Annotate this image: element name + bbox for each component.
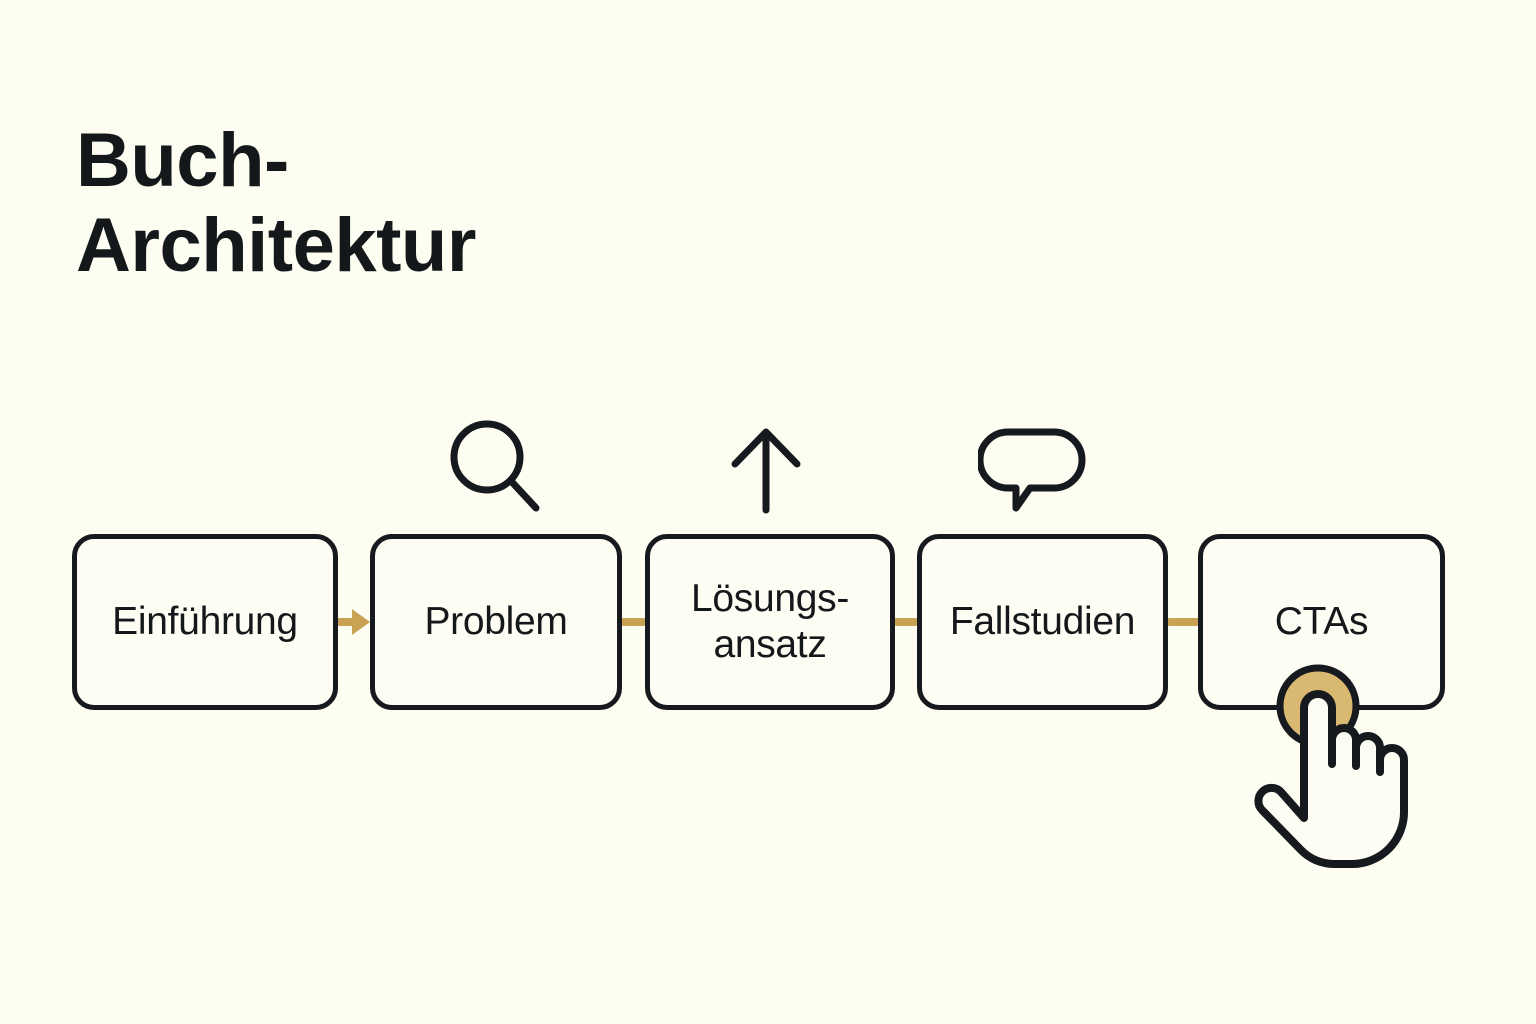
flow-node-problem[interactable]: Problem [370,534,622,710]
connector-fallstudien-ctas [1168,618,1198,626]
flow-node-label: Einführung [112,599,298,643]
search-icon [441,412,551,522]
flow-node-einfuehrung[interactable]: Einführung [72,534,338,710]
page-title: Buch- Architektur [76,118,476,289]
connector-line [338,618,356,626]
connector-einfuehrung-problem [338,609,370,635]
arrowhead-icon [352,609,370,635]
flow-node-label: Fallstudien [949,599,1136,643]
flow-node-label: Lösungs- ansatz [690,576,850,666]
flow-node-label: CTAs [1274,599,1369,643]
connector-problem-loesungsansatz [622,618,645,626]
speech-bubble-icon [976,412,1088,522]
flow-node-ctas[interactable]: CTAs [1198,534,1445,710]
flow-node-loesungsansatz[interactable]: Lösungs- ansatz [645,534,895,710]
connector-line [1168,618,1198,626]
connector-line [622,618,645,626]
arrow-up-icon [711,412,821,522]
connector-loesungsansatz-fallstudien [895,618,917,626]
flow-node-fallstudien[interactable]: Fallstudien [917,534,1168,710]
flow-node-label: Problem [424,599,568,643]
connector-line [895,618,917,626]
